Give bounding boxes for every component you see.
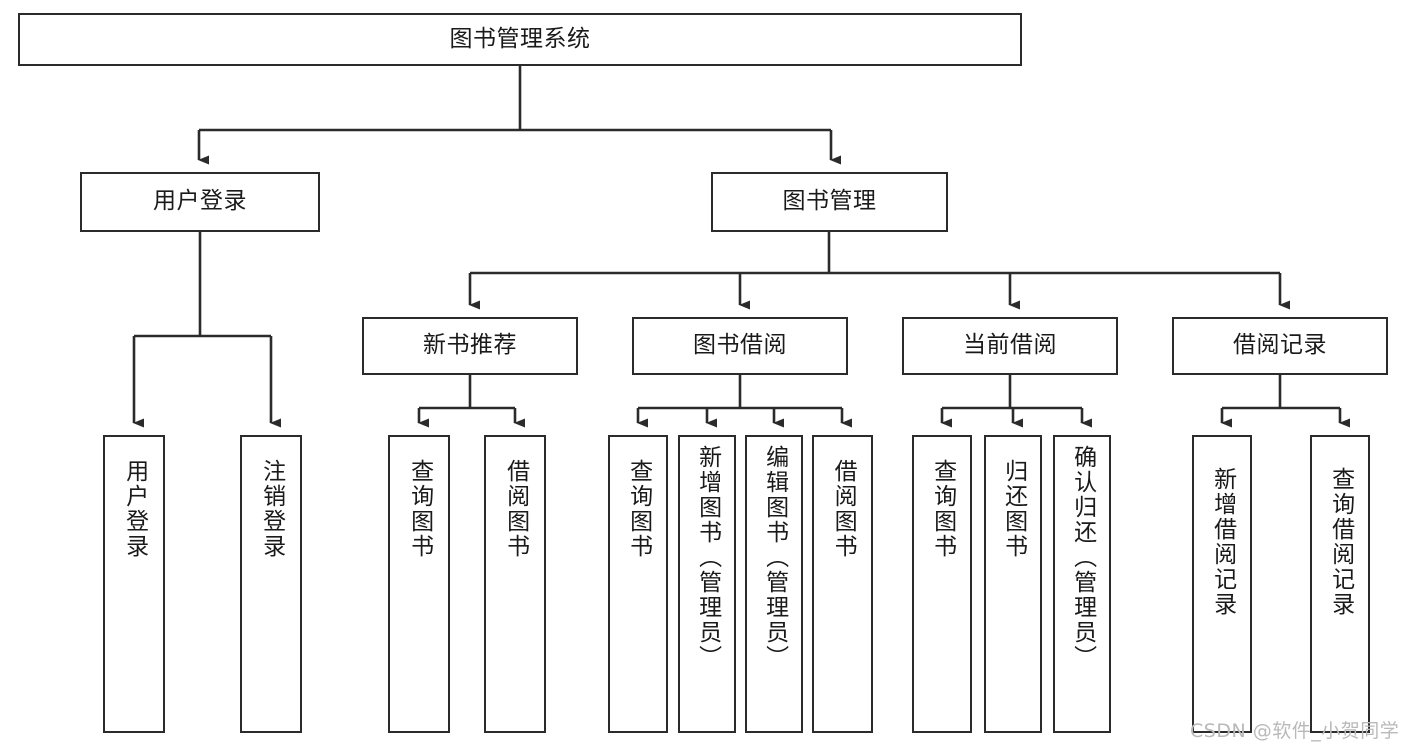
leaf-edit-book[interactable]: 编辑图书（管理员）	[745, 435, 803, 733]
node-borrow-record[interactable]: 借阅记录	[1172, 317, 1388, 375]
leaf-user-logout[interactable]: 注销登录	[240, 435, 302, 733]
leaf-query-book-1[interactable]: 查询图书	[388, 435, 450, 733]
leaf-return-book-label: 归还图书	[1000, 459, 1027, 559]
leaf-user-login-label: 用户登录	[121, 459, 148, 559]
watermark-text: CSDN @软件_小贺同学	[1190, 720, 1400, 742]
leaf-edit-book-label: 编辑图书（管理员）	[761, 445, 788, 670]
node-book-borrow-label: 图书借阅	[693, 332, 787, 359]
node-book-manage-label: 图书管理	[782, 188, 877, 215]
leaf-return-book[interactable]: 归还图书	[984, 435, 1042, 733]
leaf-query-book-3-label: 查询图书	[929, 459, 956, 559]
leaf-user-login[interactable]: 用户登录	[103, 435, 165, 733]
node-new-book-rec-label: 新书推荐	[423, 332, 517, 359]
leaf-confirm-return-label: 确认归还（管理员）	[1069, 445, 1096, 670]
node-current-borrow[interactable]: 当前借阅	[902, 317, 1118, 375]
leaf-user-logout-label: 注销登录	[258, 459, 285, 559]
node-new-book-rec[interactable]: 新书推荐	[362, 317, 578, 375]
node-book-borrow[interactable]: 图书借阅	[632, 317, 848, 375]
node-user-login[interactable]: 用户登录	[80, 172, 320, 232]
leaf-query-record[interactable]: 查询借阅记录	[1310, 435, 1370, 733]
leaf-borrow-book-1[interactable]: 借阅图书	[484, 435, 546, 733]
leaf-borrow-book-2-label: 借阅图书	[830, 459, 857, 559]
leaf-query-book-3[interactable]: 查询图书	[912, 435, 972, 733]
node-root[interactable]: 图书管理系统	[18, 13, 1022, 66]
leaf-query-book-2-label: 查询图书	[625, 459, 652, 559]
leaf-add-book-label: 新增图书（管理员）	[694, 445, 721, 670]
leaf-add-book[interactable]: 新增图书（管理员）	[678, 435, 736, 733]
leaf-add-record[interactable]: 新增借阅记录	[1192, 435, 1252, 733]
leaf-query-book-1-label: 查询图书	[406, 459, 433, 559]
node-book-manage[interactable]: 图书管理	[711, 172, 948, 232]
leaf-query-record-label: 查询借阅记录	[1327, 467, 1354, 617]
leaf-add-record-label: 新增借阅记录	[1209, 467, 1236, 617]
leaf-confirm-return[interactable]: 确认归还（管理员）	[1053, 435, 1111, 733]
node-current-borrow-label: 当前借阅	[963, 332, 1057, 359]
leaf-query-book-2[interactable]: 查询图书	[608, 435, 668, 733]
node-user-login-label: 用户登录	[153, 188, 247, 215]
node-root-label: 图书管理系统	[449, 25, 591, 52]
leaf-borrow-book-2[interactable]: 借阅图书	[812, 435, 873, 733]
node-borrow-record-label: 借阅记录	[1233, 332, 1327, 359]
leaf-borrow-book-1-label: 借阅图书	[502, 459, 529, 559]
